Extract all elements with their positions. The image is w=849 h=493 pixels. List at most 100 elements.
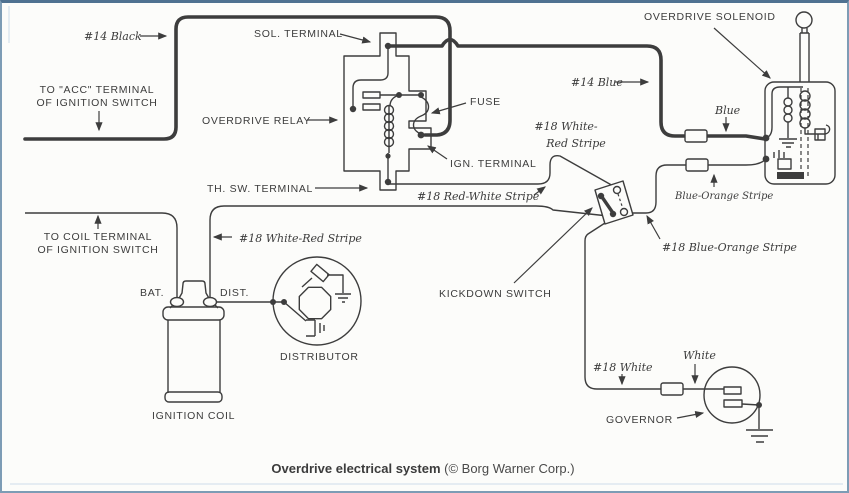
- caption-title: Overdrive electrical system: [271, 461, 440, 476]
- governor-terminal-dot: [756, 402, 762, 408]
- label-coil-terminal-line2: OF IGNITION SWITCH: [37, 244, 158, 256]
- governor-ground-symbol: [746, 429, 773, 443]
- solenoid-plunger-shaft: [799, 28, 810, 82]
- label-acc-terminal-line1: TO "ACC" TERMINAL: [40, 84, 155, 96]
- label-18-red-white-stripe: #18 Red-White Stripe: [417, 190, 540, 203]
- overdrive-relay: [343, 32, 432, 191]
- label-14-black: #14 Black: [84, 30, 142, 43]
- relay-fuse-element: [412, 96, 430, 135]
- governor-contact-lower: [723, 399, 743, 408]
- label-18-white-red-line2: Red Stripe: [545, 137, 606, 150]
- distributor-ground-symbol: [335, 293, 351, 303]
- wire-18-blue-orange: [628, 159, 766, 214]
- solenoid-contact-bracket: [804, 124, 831, 140]
- label-18-blue-orange-stripe: #18 Blue-Orange Stripe: [662, 241, 797, 254]
- governor-body: [703, 366, 761, 424]
- label-14-blue: #14 Blue: [571, 76, 623, 89]
- arrow-fuse: [430, 102, 467, 115]
- label-distributor: DISTRIBUTOR: [280, 351, 359, 363]
- sol-terminal-dot: [384, 42, 392, 50]
- label-white: White: [683, 349, 716, 362]
- th-sw-terminal-dot: [384, 178, 392, 186]
- label-kickdown-switch: KICKDOWN SWITCH: [439, 288, 552, 300]
- ignition-coil: [162, 280, 225, 403]
- kickdown-terminal-ring-bottom: [619, 207, 629, 217]
- connector-blue-orange-wire: [685, 158, 709, 172]
- arrow-18-blue-orange: [646, 214, 661, 240]
- arrow-overdrive-solenoid: [713, 27, 771, 79]
- fuse-top-dot: [418, 92, 424, 98]
- arrow-sol-terminal: [339, 33, 372, 44]
- wire-14-black: [23, 15, 452, 141]
- solenoid-coil-loop: [783, 105, 793, 115]
- relay-junction-dot: [396, 92, 402, 98]
- label-overdrive-solenoid: OVERDRIVE SOLENOID: [644, 11, 776, 23]
- distributor-condenser-lead: [283, 301, 307, 322]
- wire-14-blue: [386, 37, 767, 141]
- overdrive-wiring-diagram: TO "ACC" TERMINAL OF IGNITION SWITCH SOL…: [8, 6, 843, 485]
- solenoid-lower-terminal-dot: [762, 155, 770, 163]
- wire-coil-feed: [25, 212, 178, 298]
- coil-cap: [169, 280, 219, 309]
- arrow-18-red-white: [533, 186, 546, 196]
- coil-top-flange: [162, 306, 225, 321]
- solenoid-lower-contact: [777, 158, 792, 170]
- caption-credit: (© Borg Warner Corp.): [441, 461, 575, 476]
- solenoid-upper-terminal-dot: [762, 134, 770, 142]
- solenoid-base-bar: [777, 172, 804, 179]
- relay-contact-dot: [349, 105, 357, 113]
- distributor-terminal-dot: [270, 299, 276, 305]
- relay-coil-dot: [385, 153, 391, 159]
- label-th-sw-terminal: TH. SW. TERMINAL: [207, 183, 313, 195]
- kickdown-terminal-ring-top: [612, 185, 622, 195]
- distributor: [270, 256, 362, 346]
- label-ign-terminal: IGN. TERMINAL: [450, 158, 537, 170]
- relay-contact-upper: [362, 91, 381, 99]
- distributor-condenser: [306, 319, 325, 337]
- label-fuse: FUSE: [470, 96, 501, 108]
- distributor-points-arm: [301, 277, 313, 288]
- wire-18-red-white: [388, 155, 616, 188]
- label-overdrive-relay: OVERDRIVE RELAY: [202, 115, 311, 127]
- solenoid-contact-block: [814, 128, 826, 141]
- wire-18-white-red: [209, 205, 609, 298]
- coil-bottom-flange: [164, 391, 223, 403]
- kickdown-blade: [600, 195, 615, 215]
- label-ignition-coil: IGNITION COIL: [152, 410, 235, 422]
- relay-contact-lower: [362, 103, 381, 111]
- solenoid-tick-marks: [773, 150, 785, 158]
- solenoid-plunger-ball: [795, 11, 813, 29]
- governor-contact-upper: [723, 386, 742, 395]
- coil-body: [167, 320, 221, 393]
- arrow-governor: [676, 410, 705, 419]
- coil-bat-terminal: [169, 296, 185, 308]
- distributor-cam: [298, 286, 332, 320]
- caption: Overdrive electrical system (© Borg Warn…: [271, 461, 574, 476]
- label-18-white: #18 White: [593, 361, 653, 374]
- relay-housing: [343, 32, 432, 191]
- label-governor: GOVERNOR: [606, 414, 673, 426]
- solenoid-feed-wire: [765, 86, 803, 139]
- solenoid-coil-loop: [783, 97, 793, 107]
- label-coil-terminal-line1: TO COIL TERMINAL: [44, 231, 152, 243]
- label-dist: DIST.: [220, 287, 249, 299]
- solenoid-coil-loop: [783, 113, 793, 123]
- label-sol-terminal: SOL. TERMINAL: [254, 28, 343, 40]
- label-acc-terminal-line2: OF IGNITION SWITCH: [36, 97, 157, 109]
- solenoid-coil-loop: [799, 99, 811, 111]
- label-blue-orange-stripe: Blue-Orange Stripe: [674, 191, 773, 202]
- label-18-white-red-stripe: #18 White-Red Stripe: [239, 232, 362, 245]
- solenoid-coil-loop: [799, 108, 811, 120]
- connector-blue-wire: [684, 129, 708, 143]
- governor: [703, 366, 773, 443]
- distributor-points-link: [327, 274, 344, 293]
- arrow-kickdown-switch: [513, 207, 593, 284]
- label-18-white-red-line1: #18 White-: [534, 120, 598, 133]
- coil-dist-terminal: [202, 296, 218, 308]
- label-bat: BAT.: [140, 287, 164, 299]
- arrow-ign-terminal: [427, 145, 448, 160]
- distributor-points: [310, 263, 330, 283]
- label-blue: Blue: [714, 104, 741, 117]
- wire-18-white: [584, 222, 724, 390]
